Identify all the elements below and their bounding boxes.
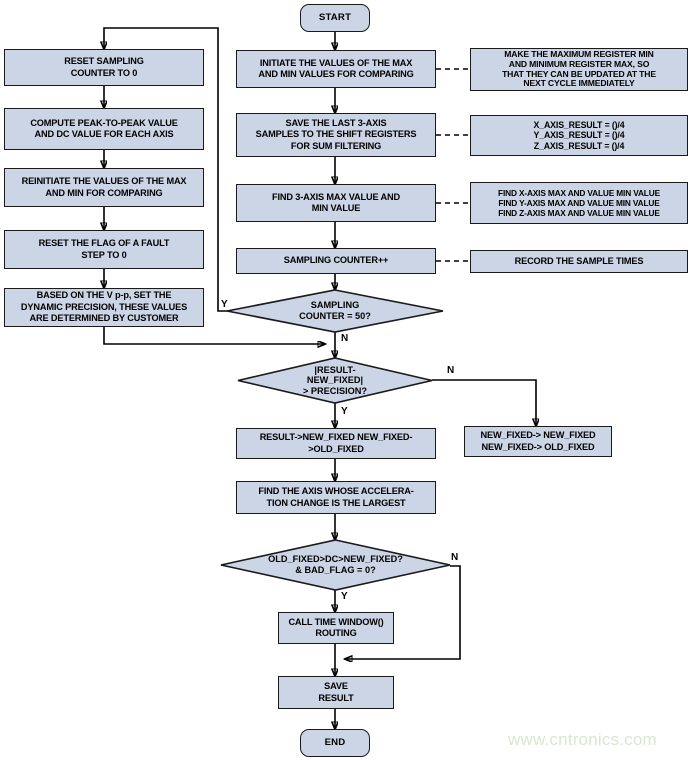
branch-label-d3-no: N [451, 552, 459, 563]
line-1: X_AXIS_RESULT = ()/4 [533, 119, 625, 130]
branch-label-d2-yes: Y [341, 406, 348, 417]
line-2: RESULT [318, 692, 354, 703]
line-2: AND MINIMUM REGISTER MAX, SO [508, 58, 650, 69]
line-1: FIND THE AXIS WHOSE ACCELERA- [258, 486, 414, 496]
line-1: CALL TIME WINDOW() [288, 616, 384, 627]
line-2: FIND Y-AXIS MAX AND VALUE MIN VALUE [498, 197, 660, 208]
line-2: ROUTING [315, 628, 357, 638]
line-1: RESULT->NEW_FIXED NEW_FIXED- [259, 432, 413, 442]
line-1: COMPUTE PEAK-TO-PEAK VALUE [30, 117, 178, 128]
line-2: MIN VALUE [311, 203, 361, 213]
branch-label-d1-no: N [341, 333, 349, 344]
line-2: DYNAMIC PRECISION, THESE VALUES [20, 301, 188, 312]
line-1: INITIATE THE VALUES OF THE MAX [259, 57, 413, 68]
edge-d3-no-bypass [345, 565, 461, 659]
line-1: FIND 3-AXIS MAX VALUE AND [272, 191, 400, 202]
note-find-axis-max-min[interactable]: FIND X-AXIS MAX AND VALUE MIN VALUE FIND… [470, 182, 688, 224]
terminal-end[interactable]: END [300, 729, 370, 757]
note-max-min-register[interactable]: MAKE THE MAXIMUM REGISTER MIN AND MINIMU… [470, 48, 688, 91]
process-new-fixed-assignment[interactable]: NEW_FIXED-> NEW_FIXED NEW_FIXED-> OLD_FI… [464, 426, 612, 457]
terminal-end-label: END [324, 737, 346, 749]
watermark: www.cntronics.com [508, 730, 657, 749]
note-record-sample-times[interactable]: RECORD THE SAMPLE TIMES [470, 250, 688, 273]
line-2: COUNTER TO 0 [70, 67, 138, 78]
line-1: SAVE THE LAST 3-AXIS [285, 117, 387, 128]
note-axis-results[interactable]: X_AXIS_RESULT = ()/4 Y_AXIS_RESULT = ()/… [470, 115, 688, 156]
edge-l5-to-main-trunk [103, 327, 325, 344]
branch-label-d2-no: N [447, 365, 455, 376]
line-1: BASED ON THE V p-p, SET THE [36, 290, 172, 301]
process-find-axis-largest-change[interactable]: FIND THE AXIS WHOSE ACCELERA- TION CHANG… [236, 481, 436, 514]
line-2: NEW_FIXED-> OLD_FIXED [481, 441, 595, 452]
process-save-last-3axis-samples[interactable]: SAVE THE LAST 3-AXIS SAMPLES TO THE SHIF… [236, 113, 436, 157]
line-2: SAMPLES TO THE SHIFT REGISTERS [255, 129, 417, 140]
line-2: TION CHANGE IS THE LARGEST [266, 497, 406, 508]
process-reset-fault-flag[interactable]: RESET THE FLAG OF A FAULT STEP TO 0 [4, 230, 204, 269]
decision-old-fixed-dc-check[interactable]: OLD_FIXED>DC>NEW_FIXED? & BAD_FLAG = 0? [220, 539, 451, 591]
line-1: SAMPLING COUNTER++ [283, 255, 389, 266]
line-2: STEP TO 0 [81, 249, 127, 260]
terminal-start-label: START [318, 12, 352, 24]
line-3: FIND Z-AXIS MAX AND VALUE MIN VALUE [498, 208, 660, 219]
line-1: RECORD THE SAMPLE TIMES [514, 255, 644, 266]
line-1: MAKE THE MAXIMUM REGISTER MIN [504, 48, 654, 59]
process-result-to-new-fixed[interactable]: RESULT->NEW_FIXED NEW_FIXED- >OLD_FIXED [236, 428, 436, 459]
line-3: FOR SUM FILTERING [290, 140, 382, 151]
line-1: NEW_FIXED-> NEW_FIXED [480, 430, 596, 440]
branch-label-d3-yes: Y [341, 591, 348, 602]
line-1: SAVE [324, 681, 348, 691]
line-1: REINITIATE THE VALUES OF THE MAX [21, 176, 187, 186]
line-4: NEXT CYCLE IMMEDIATELY [523, 78, 635, 89]
process-find-3axis-max-min[interactable]: FIND 3-AXIS MAX VALUE AND MIN VALUE [236, 184, 436, 222]
decision-sampling-counter-check[interactable]: SAMPLING COUNTER = 50? [226, 289, 444, 333]
process-reinitiate-max-min[interactable]: REINITIATE THE VALUES OF THE MAX AND MIN… [4, 168, 204, 207]
process-reset-sampling-counter[interactable]: RESET SAMPLING COUNTER TO 0 [4, 49, 204, 86]
line-3: ARE DETERMINED BY CUSTOMER [29, 313, 179, 324]
branch-label-d1-yes: Y [221, 299, 228, 310]
line-1: RESET THE FLAG OF A FAULT [38, 238, 170, 248]
decision-precision-check[interactable]: |RESULT- NEW_FIXED| > PRECISION? [237, 357, 433, 404]
line-1: RESET SAMPLING [64, 56, 144, 66]
line-2: AND DC VALUE FOR EACH AXIS [34, 129, 174, 139]
edge-d2-no-to-newfixed [432, 379, 536, 426]
process-set-dynamic-precision[interactable]: BASED ON THE V p-p, SET THE DYNAMIC PREC… [4, 288, 204, 327]
process-sampling-counter-increment[interactable]: SAMPLING COUNTER++ [236, 248, 436, 274]
line-3: Z_AXIS_RESULT = ()/4 [533, 140, 625, 151]
line-2: AND MIN VALUES FOR COMPARING [258, 69, 414, 79]
line-2: AND MIN FOR COMPARING [45, 187, 163, 198]
process-save-result[interactable]: SAVE RESULT [278, 676, 394, 709]
line-2: >OLD_FIXED [308, 443, 364, 454]
line-3: THAT THEY CAN BE UPDATED AT THE [502, 68, 656, 79]
terminal-start[interactable]: START [300, 4, 370, 32]
line-2: Y_AXIS_RESULT = ()/4 [533, 130, 625, 141]
process-initiate-max-min[interactable]: INITIATE THE VALUES OF THE MAX AND MIN V… [236, 50, 436, 88]
process-call-time-window-routing[interactable]: CALL TIME WINDOW() ROUTING [278, 612, 394, 644]
line-1: FIND X-AXIS MAX AND VALUE MIN VALUE [498, 187, 660, 198]
process-compute-peak-to-peak[interactable]: COMPUTE PEAK-TO-PEAK VALUE AND DC VALUE … [4, 108, 204, 150]
